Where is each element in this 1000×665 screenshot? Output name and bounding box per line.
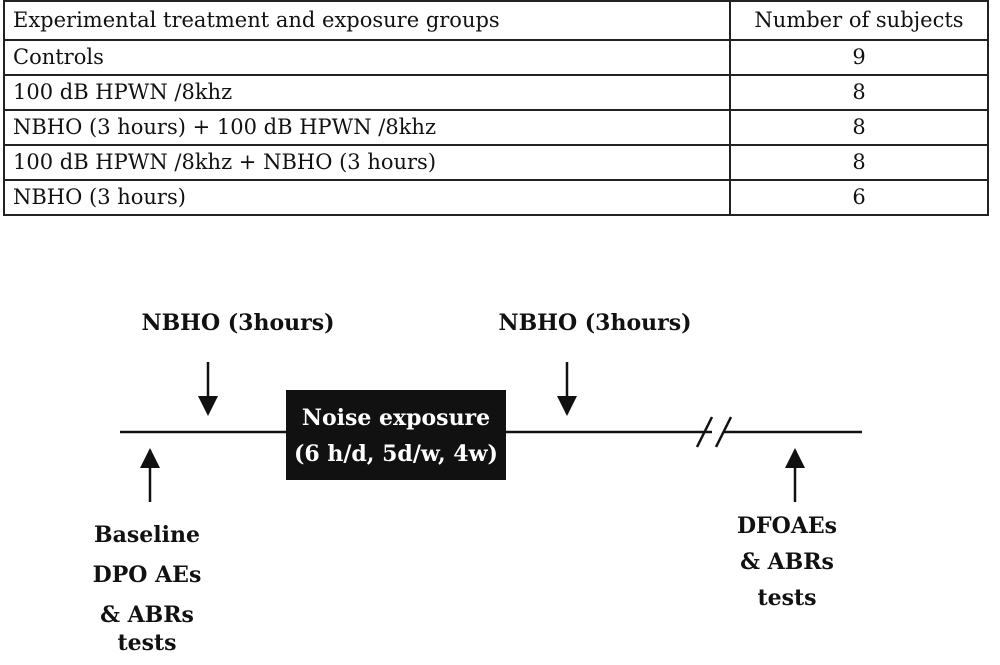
count-cell: 8: [729, 144, 989, 181]
table-row: NBHO (3 hours) + 100 dB HPWN /8khz 8: [3, 109, 989, 146]
groups-table: Experimental treatment and exposure grou…: [3, 0, 989, 216]
baseline-label: Baseline DPO AEs & ABRs tests: [93, 515, 202, 663]
baseline-line-3: & ABRs: [100, 602, 194, 628]
timeline-svg: [120, 362, 862, 502]
group-cell: NBHO (3 hours) + 100 dB HPWN /8khz: [3, 109, 731, 146]
header-count: Number of subjects: [729, 0, 989, 41]
count-cell: 9: [729, 39, 989, 76]
timeline-diagram: NBHO (3hours) NBHO (3hours) Noise exposu…: [0, 240, 1000, 665]
table-header-row: Experimental treatment and exposure grou…: [3, 0, 989, 41]
break-mark: [714, 416, 733, 448]
count-cell: 8: [729, 109, 989, 146]
baseline-line-4: tests: [117, 630, 177, 656]
table-row: Controls 9: [3, 39, 989, 76]
count-cell: 8: [729, 74, 989, 111]
final-line-3: tests: [757, 585, 817, 611]
group-cell: 100 dB HPWN /8khz: [3, 74, 731, 111]
nbho-before-label: NBHO (3hours): [141, 310, 335, 336]
break-mark: [695, 416, 714, 448]
baseline-line-1: Baseline: [94, 522, 200, 548]
final-line-1: DFOAEs: [736, 513, 838, 539]
noise-title: Noise exposure: [301, 405, 491, 431]
group-cell: 100 dB HPWN /8khz + NBHO (3 hours): [3, 144, 731, 181]
header-group: Experimental treatment and exposure grou…: [3, 0, 731, 41]
noise-schedule: (6 h/d, 5d/w, 4w): [294, 441, 498, 467]
group-cell: Controls: [3, 39, 731, 76]
group-cell: NBHO (3 hours): [3, 179, 731, 216]
baseline-line-2: DPO AEs: [92, 562, 202, 588]
final-tests-label: DFOAEs & ABRs tests: [737, 508, 837, 616]
final-line-2: & ABRs: [740, 549, 834, 575]
count-cell: 6: [729, 179, 989, 216]
table-row: 100 dB HPWN /8khz + NBHO (3 hours) 8: [3, 144, 989, 181]
nbho-after-label: NBHO (3hours): [498, 310, 692, 336]
table-row: 100 dB HPWN /8khz 8: [3, 74, 989, 111]
noise-exposure-box: Noise exposure (6 h/d, 5d/w, 4w): [286, 390, 506, 480]
table-row: NBHO (3 hours) 6: [3, 179, 989, 216]
